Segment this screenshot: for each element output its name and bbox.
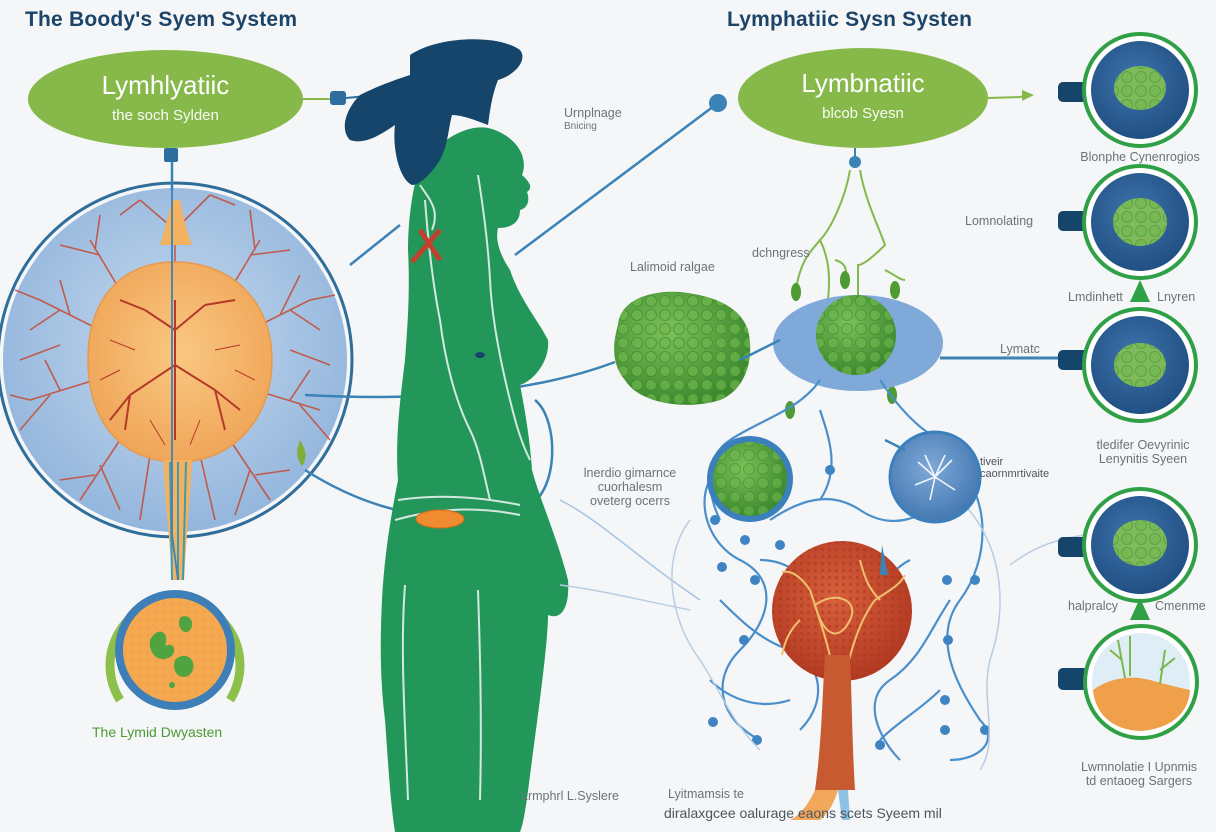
plant-stems	[795, 169, 906, 301]
label-line: Urnplnage	[564, 106, 622, 120]
green-cell-icon-4	[1058, 487, 1198, 620]
right-caption-2b: Lnyren	[1157, 290, 1196, 304]
pill-main-text: Lymbnatiic	[801, 68, 925, 98]
label-center-note: lnerdio gimarnce cuorhalesm oveterg ocer…	[570, 466, 690, 508]
pill-main-text: Lymhlyatiic	[101, 70, 230, 100]
green-cell-icon-2	[1058, 164, 1198, 302]
label-lymatc: Lymatc	[1000, 342, 1040, 356]
right-caption-3: tledifer Oevyrinic Lenynitis Syeen	[1070, 438, 1216, 466]
label-line: lnerdio gimarnce	[583, 466, 677, 480]
label-line: caornmrtivaite	[980, 468, 1050, 480]
label-head-note: Urnplnage Bnicing	[564, 106, 622, 134]
label-line: cuorhalesm	[597, 480, 663, 494]
lymph-node-magnified-disc	[0, 181, 354, 581]
caption-line: Lwmnolatie I Upnmis	[1080, 760, 1197, 774]
label-left-bottom: The Lymid Dwyasten	[92, 724, 223, 740]
lymph-node-with-drainage	[739, 295, 1065, 391]
label-line: tiveir	[980, 456, 1004, 468]
pill-sub-text: blcob Syesn	[822, 105, 904, 122]
dendritic-cell-disc	[884, 430, 982, 524]
right-column-discs	[1058, 32, 1199, 740]
right-caption-5: Lwmnolatie I Upnmis td entaoeg Sargers	[1062, 760, 1216, 788]
lymphoid-cluster	[614, 291, 751, 405]
human-body-silhouette	[344, 39, 569, 832]
label-line: Bnicing	[564, 121, 597, 132]
right-caption-4b: Cmenme	[1155, 599, 1206, 613]
lymphatic-organ-heart	[772, 541, 912, 820]
green-cell-icon-1	[1058, 32, 1198, 148]
label-bottom-b2: diralaxgcee oalurage eaons scets Syeem m…	[664, 805, 942, 821]
label-line: oveterg ocerrs	[590, 494, 670, 508]
pill-sub-text: the soch Sylden	[112, 107, 219, 124]
lymph-node-cross-section-disc	[105, 590, 245, 710]
green-lymphocyte-disc	[707, 436, 793, 522]
caption-line: td entaoeg Sargers	[1085, 774, 1193, 788]
label-drainage: dchngress	[752, 246, 810, 260]
label-bottom-b1: Lyitmamsis te	[668, 787, 744, 801]
caption-line: Blonphe Cynenrogios	[1080, 150, 1200, 164]
label-fiver-note: tiveir caornmrtivaite	[980, 456, 1049, 480]
right-caption-2a: Lmdinhett	[1068, 290, 1123, 304]
green-cell-icon-3	[1058, 307, 1198, 423]
caption-line: Lenynitis Syeen	[1098, 452, 1188, 466]
main-title-left: The Boody's Syem System	[25, 8, 298, 31]
right-caption-4a: halpralcy	[1068, 599, 1119, 613]
tissue-sprout-icon	[1058, 624, 1199, 740]
caption-line: tledifer Oevyrinic	[1096, 438, 1190, 452]
pill-lymphatic-left: Lymhlyatiic the soch Sylden	[28, 50, 303, 148]
label-lomnolating: Lomnolating	[965, 214, 1034, 228]
label-lymphoid: Lalimoid ralgae	[630, 260, 715, 274]
pill-lymphatic-right: Lymbnatiic blcob Syesn	[738, 48, 988, 148]
main-title-right: Lymphatiic Sysn Systen	[727, 8, 973, 31]
label-bottom-a: Lrmphrl L.Syslere	[521, 789, 619, 803]
right-caption-1: Blonphe Cynenrogios	[1064, 150, 1216, 164]
blood-vessels	[9, 194, 336, 521]
